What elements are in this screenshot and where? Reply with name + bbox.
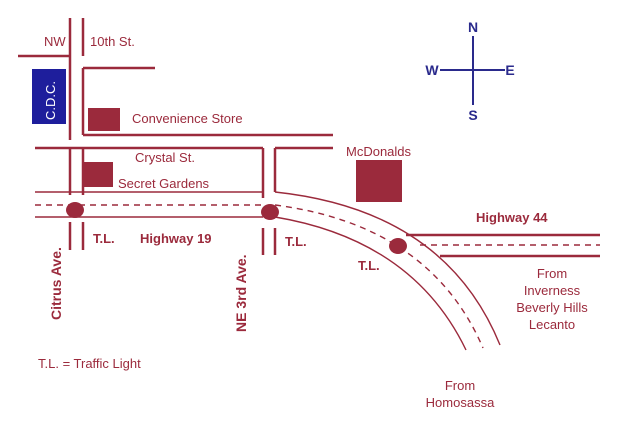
road-hwy19-curve-median: [274, 204, 484, 349]
traffic-light-ne3rd: [261, 204, 279, 220]
road-hwy19-curve-north: [274, 191, 501, 346]
convenience-store-building: [88, 108, 120, 131]
label-10th-st: 10th St.: [90, 34, 135, 49]
label-homosassa: Homosassa: [426, 395, 495, 410]
label-convenience-store: Convenience Store: [132, 111, 243, 126]
compass-w: W: [425, 62, 439, 78]
label-crystal-st: Crystal St.: [135, 150, 195, 165]
road-hwy19-curve-south: [274, 216, 467, 351]
label-inverness: Inverness: [524, 283, 581, 298]
label-tl-ne3rd: T.L.: [285, 234, 307, 249]
legend-traffic-light: T.L. = Traffic Light: [38, 356, 141, 371]
cdc-building: [32, 69, 66, 124]
label-highway-44: Highway 44: [476, 210, 548, 225]
label-cdc: C.D.C.: [43, 81, 58, 120]
label-highway-19: Highway 19: [140, 231, 212, 246]
label-from-south: From: [445, 378, 475, 393]
label-tl-hwy44: T.L.: [358, 258, 380, 273]
compass-e: E: [505, 62, 514, 78]
traffic-light-hwy44: [389, 238, 407, 254]
traffic-light-citrus: [66, 202, 84, 218]
compass-s: S: [468, 107, 477, 123]
mcdonalds-building: [356, 160, 402, 202]
label-from-east: From: [537, 266, 567, 281]
label-citrus-ave: Citrus Ave.: [48, 247, 64, 320]
label-lecanto: Lecanto: [529, 317, 575, 332]
label-beverly-hills: Beverly Hills: [516, 300, 588, 315]
secret-gardens-building: [84, 162, 113, 187]
label-mcdonalds: McDonalds: [346, 144, 412, 159]
label-secret-gardens: Secret Gardens: [118, 176, 210, 191]
compass-n: N: [468, 19, 478, 35]
label-ne-3rd-ave: NE 3rd Ave.: [233, 254, 249, 332]
label-tl-citrus: T.L.: [93, 231, 115, 246]
label-nw: NW: [44, 34, 66, 49]
